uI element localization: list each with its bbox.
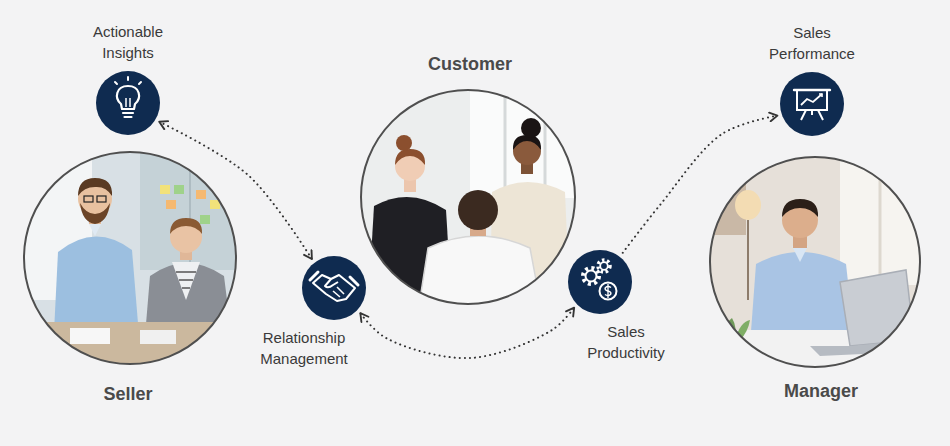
manager-photo-part xyxy=(810,340,914,356)
manager-photo-part xyxy=(735,190,761,220)
chart-board-icon-part xyxy=(819,94,822,97)
lightbulb-icon-part xyxy=(96,71,160,135)
icon-circle: Relationship Management xyxy=(302,256,366,320)
seller-photo-part xyxy=(166,200,176,209)
manager-photo-part xyxy=(879,160,882,285)
node-label: Relationship Management xyxy=(249,327,359,369)
dotted-connector xyxy=(160,122,312,259)
gears-dollar-icon-part xyxy=(586,271,597,282)
seller-photo-part xyxy=(179,279,193,281)
manager-photo-part xyxy=(782,199,818,217)
lightbulb-icon-part xyxy=(129,98,131,107)
node-label: Actionable Insights xyxy=(73,21,183,63)
handshake-icon-part xyxy=(313,275,355,301)
seller-photo xyxy=(20,148,242,372)
seller-photo-part xyxy=(172,262,200,300)
handshake-icon xyxy=(302,256,366,320)
dotted-connector xyxy=(623,116,777,253)
chart-board-icon-part xyxy=(801,110,806,120)
seller-photo-part xyxy=(170,218,202,234)
handshake-icon-part xyxy=(325,279,338,287)
chart-board-icon-part xyxy=(811,110,813,115)
lightbulb-icon xyxy=(96,71,160,135)
handshake-icon-part xyxy=(310,272,318,280)
gears-dollar-icon-part xyxy=(600,262,608,270)
manager-photo-part xyxy=(735,320,750,340)
seller-photo-part xyxy=(97,196,106,202)
photo-circle: Customer xyxy=(360,89,576,305)
handshake-icon-part xyxy=(337,287,344,294)
gears-dollar-icon-part xyxy=(583,268,599,284)
node-label: Sales Productivity xyxy=(571,321,681,363)
lightbulb-icon-part xyxy=(125,116,132,118)
gears-dollar-icon-part xyxy=(607,284,608,298)
gears-dollar-icon-part xyxy=(598,260,610,272)
chart-board-icon-part xyxy=(818,110,823,120)
seller-photo-part xyxy=(84,196,93,202)
seller-photo-part xyxy=(140,150,242,270)
dotted-connector xyxy=(361,308,574,358)
customer-photo-part xyxy=(470,88,580,198)
manager-photo-part xyxy=(726,318,736,340)
customer-photo xyxy=(360,88,580,312)
chart-board-icon-part xyxy=(801,94,822,105)
customer-photo-part xyxy=(560,262,570,276)
seller-photo-part xyxy=(70,328,110,344)
lightbulb-icon-part xyxy=(125,98,127,107)
seller-photo-part xyxy=(176,271,196,273)
handshake-icon-part xyxy=(333,291,340,297)
lightbulb-icon-part xyxy=(123,112,133,114)
chart-board-icon-part xyxy=(780,72,844,136)
customer-photo-part xyxy=(504,88,507,198)
seller-photo-part xyxy=(210,200,220,209)
icon-circle: Actionable Insights xyxy=(96,71,160,135)
node-label: Customer xyxy=(390,53,550,75)
icon-circle: Sales Productivity xyxy=(568,250,632,314)
gears-dollar-icon-part xyxy=(600,283,617,300)
seller-photo-part xyxy=(196,190,206,199)
customer-photo-part xyxy=(513,135,541,150)
lightbulb-icon-part xyxy=(117,86,139,109)
node-label: Manager xyxy=(741,380,901,402)
seller-photo-part xyxy=(200,215,210,224)
seller-photo-part xyxy=(80,203,110,224)
gears-dollar-icon xyxy=(568,250,632,314)
manager-photo-part xyxy=(840,270,914,346)
seller-photo-part xyxy=(78,178,112,196)
lightbulb-icon-part xyxy=(127,77,129,80)
handshake-icon-part xyxy=(302,256,366,320)
manager-photo xyxy=(705,155,925,380)
icon-circle: Sales Performance xyxy=(780,72,844,136)
chart-board-icon xyxy=(780,72,844,136)
seller-photo-part xyxy=(140,330,176,344)
manager-photo-part xyxy=(705,330,925,380)
customer-photo-part xyxy=(395,149,425,165)
manager-photo-part xyxy=(747,220,749,300)
photo-circle: Seller xyxy=(23,151,237,365)
seller-photo-part xyxy=(160,185,170,194)
gears-dollar-icon-part xyxy=(568,250,632,314)
seller-photo-part xyxy=(174,185,184,194)
lightbulb-icon-part xyxy=(139,82,141,84)
customer-photo-part xyxy=(458,190,498,230)
customer-photo-part xyxy=(521,118,541,138)
customer-photo-part xyxy=(396,135,412,151)
seller-photo-part xyxy=(88,222,102,236)
seller-photo-part xyxy=(182,287,190,289)
node-label: Seller xyxy=(48,383,208,405)
node-label: Sales Performance xyxy=(757,22,867,64)
handshake-icon-part xyxy=(350,277,358,285)
lightbulb-icon-part xyxy=(115,82,117,84)
photo-circle: Manager xyxy=(709,156,921,368)
customer-photo-part xyxy=(544,88,547,198)
manager-photo-part xyxy=(840,160,924,285)
chart-board-icon-part xyxy=(797,90,827,110)
customer-photo-part xyxy=(418,236,542,312)
manager-photo-part xyxy=(792,246,808,262)
